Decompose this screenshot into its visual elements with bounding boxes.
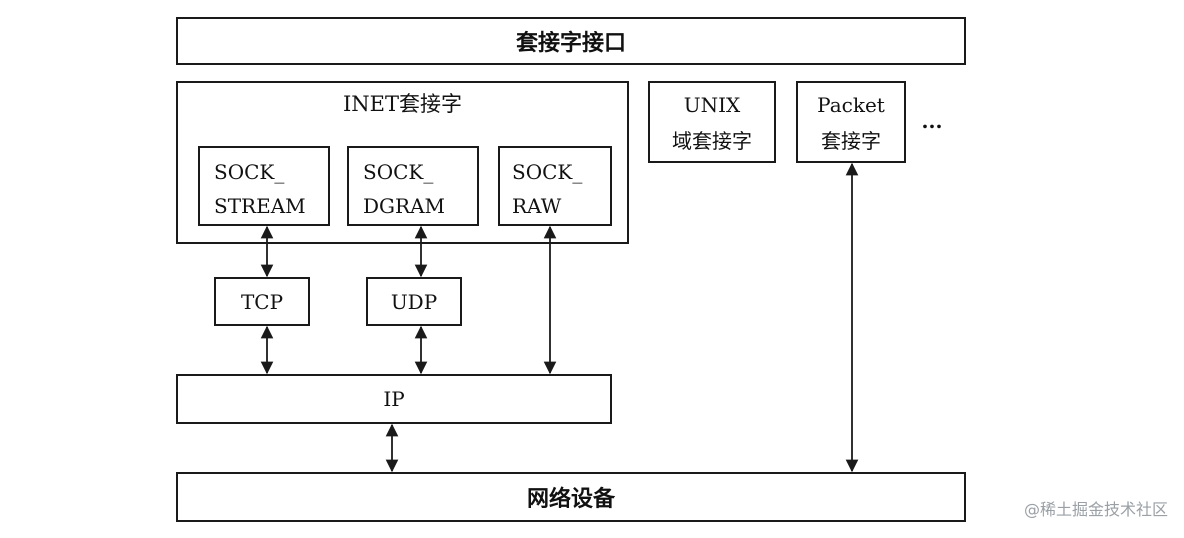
- unix-socket-line1: UNIX: [683, 93, 741, 117]
- sock-dgram-line2: DGRAM: [363, 194, 445, 218]
- ip-box: [176, 374, 612, 424]
- more-sockets-ellipsis: ...: [921, 109, 943, 133]
- sock-stream-line2: STREAM: [214, 194, 306, 218]
- ip-label: IP: [383, 387, 405, 411]
- socket-interface-box: [176, 17, 966, 65]
- packet-socket-line1: Packet: [817, 93, 885, 117]
- sock-dgram-line1: SOCK_: [363, 160, 434, 184]
- tcp-box: [214, 277, 310, 326]
- udp-label: UDP: [390, 289, 438, 314]
- unix-socket-box: [648, 81, 776, 163]
- sock-raw-line2: RAW: [512, 194, 562, 218]
- socket-interface-label: 套接字接口: [515, 30, 626, 56]
- network-device-label: 网络设备: [526, 486, 615, 512]
- network-device-box: [176, 472, 966, 522]
- sock-raw-line1: SOCK_: [512, 160, 583, 184]
- sock-dgram-box: [347, 146, 479, 226]
- udp-box: [366, 277, 462, 326]
- watermark: @稀土掘金技术社区: [1023, 500, 1168, 519]
- tcp-label: TCP: [240, 289, 284, 314]
- packet-socket-box: [796, 81, 906, 163]
- unix-socket-line2: 域套接字: [672, 128, 752, 153]
- inet-socket-title: INET套接字: [342, 92, 462, 116]
- sock-stream-box: [198, 146, 330, 226]
- packet-socket-line2: 套接字: [821, 128, 881, 153]
- sock-raw-box: [498, 146, 612, 226]
- sock-stream-line1: SOCK_: [214, 160, 285, 184]
